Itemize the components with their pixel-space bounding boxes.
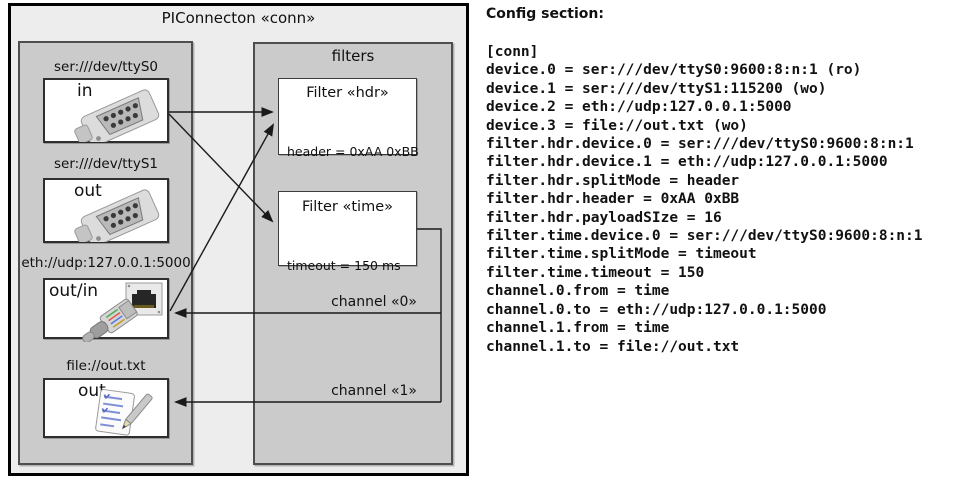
config-section-heading: Config section: [486,6,604,22]
device-box-file: out [43,378,169,438]
serial-connector-icon [74,89,160,142]
ethernet-cable-icon [82,298,138,342]
filter-time-title: Filter «time» [301,199,394,215]
filters-panel-label: filters [331,47,375,65]
device-url-ttyS1: ser:///dev/ttyS1 [54,156,158,172]
config-text: [conn] device.0 = ser:///dev/ttyS0:9600:… [486,44,923,355]
device-box-ttyS1: out [43,178,169,243]
filter-time-prop-timeout: timeout = 150 ms [287,258,401,273]
file-notepad-icon [95,389,153,436]
device-box-eth: out/in [43,278,169,342]
serial-connector-icon [74,189,160,242]
filter-hdr-box: Filter «hdr» header = 0xAA 0xBB payloadS… [278,78,419,207]
device-box-ttyS0: in [43,78,169,143]
channel-1-label: channel «1» [331,383,417,399]
device-port-label: out [78,381,106,401]
device-url-file: file://out.txt [66,358,146,374]
filter-hdr-title: Filter «hdr» [306,85,389,101]
device-url-ttyS0: ser:///dev/ttyS0 [54,59,158,75]
device-port-label: in [77,81,93,101]
diagram-title: PIConnecton «conn» [161,9,316,27]
device-port-label: out/in [49,281,99,301]
filter-hdr-prop-header: header = 0xAA 0xBB [287,144,419,159]
device-port-label: out [74,181,102,201]
device-url-eth: eth://udp:127.0.0.1:5000 [21,255,191,271]
filter-time-box: Filter «time» timeout = 150 ms [278,191,417,273]
channel-0-label: channel «0» [331,294,417,310]
